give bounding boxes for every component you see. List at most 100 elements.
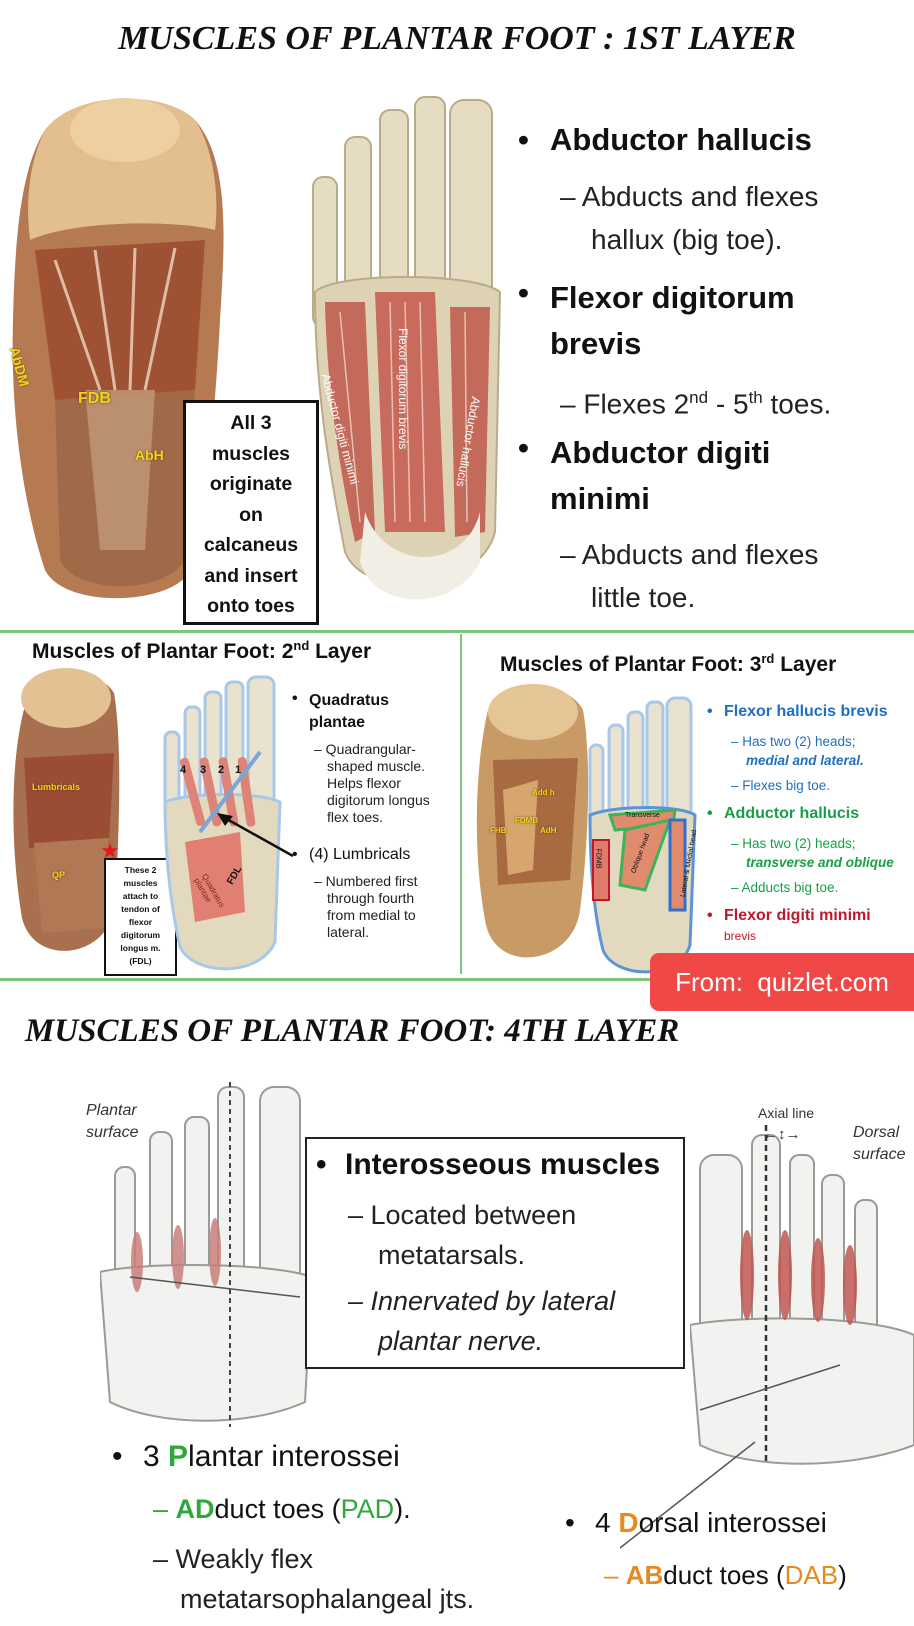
label-fhb: FHB — [490, 826, 507, 835]
note-line: longus m. — [120, 943, 161, 953]
plantar-flex-line: – Weakly flex — [153, 1544, 314, 1574]
box-detail: metatarsals. — [378, 1240, 526, 1270]
note-line: muscles — [123, 878, 158, 888]
red-star-icon: ★ — [100, 838, 120, 863]
bullet-dot: • — [518, 122, 529, 157]
box-detail: plantar nerve. — [378, 1326, 544, 1356]
axial-line-label: Axial line — [758, 1105, 815, 1121]
l3-detail: brevis — [724, 929, 757, 943]
heading-rest: lantar interossei — [188, 1440, 400, 1473]
bullet-dot: • — [707, 805, 713, 822]
l2-bullet-quadratus-plantae: Quadratus plantae — [309, 690, 389, 734]
l3-bullet-adductor-hallucis: Adductor hallucis — [724, 805, 860, 822]
bullet-dot: • — [707, 703, 713, 720]
detail-line: shaped muscle. — [327, 758, 426, 774]
label-flexor-digitorum-brevis: Flexor digitorum brevis — [396, 328, 410, 450]
lumbrical-number-1: 1 — [235, 764, 242, 776]
label-abh: AbH — [135, 447, 164, 463]
plantar-interossei-heading: 3 Plantar interossei — [143, 1440, 400, 1474]
layer1-foot-illustration — [312, 96, 502, 600]
layer3-foot-illustration — [588, 696, 697, 974]
text: duct toes ( — [663, 1560, 785, 1590]
dorsal-surface-label: Dorsal surface — [853, 1122, 914, 1166]
bullet-dot: • — [565, 1507, 575, 1538]
l1-bullet-abductor-digiti-minimi: Abductor digiti minimi — [550, 430, 770, 522]
l3-detail: – Adducts big toe. — [731, 880, 839, 895]
l1-detail: – Flexes 2nd - 5th toes. — [560, 388, 832, 420]
detail-line: through fourth — [327, 890, 415, 906]
label-fdmb: FDMB — [594, 848, 602, 869]
mnemonic-dab: DAB — [784, 1560, 839, 1590]
divider — [0, 630, 914, 633]
pointer-arrow — [217, 813, 294, 858]
arrows-icon: ←↕→ — [763, 1126, 801, 1143]
title-line: minimi — [550, 481, 650, 516]
note-line: attach to — [122, 891, 159, 901]
l1-bullet-flexor-digitorum-brevis: Flexor digitorum brevis — [550, 275, 795, 367]
note-line: onto toes — [207, 595, 295, 617]
count: 3 — [143, 1440, 169, 1473]
bullet-dot: • — [316, 1148, 327, 1181]
title-line: brevis — [550, 326, 642, 361]
detail-line: flex toes. — [327, 809, 384, 825]
l2-detail: – Quadrangular- shaped muscle. Helps fle… — [314, 741, 430, 826]
text: ). — [394, 1494, 411, 1524]
lumbrical-number-2: 2 — [218, 764, 225, 776]
l3-bullet-flexor-hallucis-brevis: Flexor hallucis brevis — [724, 703, 888, 720]
layer2-panel — [2, 634, 462, 974]
label-line: surface — [853, 1146, 906, 1163]
l1-bullet-abductor-hallucis: Abductor hallucis — [550, 122, 812, 157]
text: ) — [838, 1560, 847, 1590]
l3-detail: – Flexes big toe. — [731, 778, 831, 793]
detail-line: digitorum longus — [327, 792, 430, 808]
title-line: plantae — [309, 714, 366, 731]
layer3-dissection-photo — [476, 684, 589, 958]
dorsal-interossei-heading: 4 Dorsal interossei — [595, 1507, 827, 1539]
heading-rest: orsal interossei — [638, 1507, 827, 1538]
layer2-dissection-photo — [13, 668, 120, 951]
bullet-dot: • — [292, 690, 298, 707]
l2-detail: – Numbered first through fourth from med… — [314, 873, 417, 941]
dash: – — [153, 1494, 176, 1524]
note-line: on — [239, 503, 263, 526]
layer2-title: Muscles of Plantar Foot: 2nd Layer — [32, 638, 372, 663]
plantar-interossei-foot-illustration — [100, 1082, 314, 1427]
dorsal-abduct-line: – ABduct toes (DAB) — [604, 1560, 847, 1591]
box-detail: – Located between — [348, 1200, 577, 1230]
lumbrical-number-3: 3 — [200, 764, 207, 776]
label-line: Dorsal — [853, 1124, 900, 1141]
layer3-title: Muscles of Plantar Foot: 3rd Layer — [500, 651, 837, 676]
detail-line: – Numbered first — [314, 873, 418, 889]
mnemonic-ab: AB — [625, 1560, 664, 1590]
label-adh: AdH — [540, 826, 557, 835]
title-line: Flexor digitorum — [550, 280, 795, 315]
mnemonic-letter: D — [618, 1507, 639, 1538]
bullet-dot: • — [707, 907, 713, 924]
layer2-note-box: These 2 muscles attach to tendon of flex… — [104, 858, 177, 976]
label-fdmb-photo: FDMB — [515, 816, 539, 825]
l3-detail: – Has two (2) heads; — [731, 734, 856, 749]
note-line: These 2 — [124, 865, 157, 875]
title-line: Quadratus — [309, 692, 390, 709]
layer2-foot-illustration — [163, 675, 282, 971]
note-line: (FDL) — [129, 956, 152, 966]
plantar-adduct-line: – ADduct toes (PAD). — [153, 1494, 411, 1525]
detail-line: lateral. — [327, 924, 370, 940]
note-line: originate — [209, 473, 293, 495]
box-detail: – Innervated by lateral — [348, 1286, 616, 1316]
layer1-note-box: All 3 muscles originate on calcaneus and… — [183, 400, 319, 625]
label-transverse: Transverse — [625, 812, 660, 819]
detail-line: – Quadrangular- — [314, 741, 416, 757]
plantar-flex-line: metatarsophalangeal jts. — [180, 1584, 475, 1614]
l2-bullet-lumbricals: (4) Lumbricals — [309, 846, 411, 863]
label-fdb: FDB — [78, 390, 111, 407]
bullet-dot: • — [518, 275, 529, 310]
note-line: and insert — [204, 564, 298, 587]
plantar-surface-label: Plantar surface — [86, 1100, 138, 1144]
detail-line: Helps flexor — [327, 775, 401, 791]
layer1-title: MUSCLES OF PLANTAR FOOT : 1ST LAYER — [118, 20, 796, 57]
source-badge: From: quizlet.com — [650, 953, 914, 1011]
l1-detail: little toe. — [591, 582, 696, 613]
l1-detail: hallux (big toe). — [591, 224, 783, 255]
